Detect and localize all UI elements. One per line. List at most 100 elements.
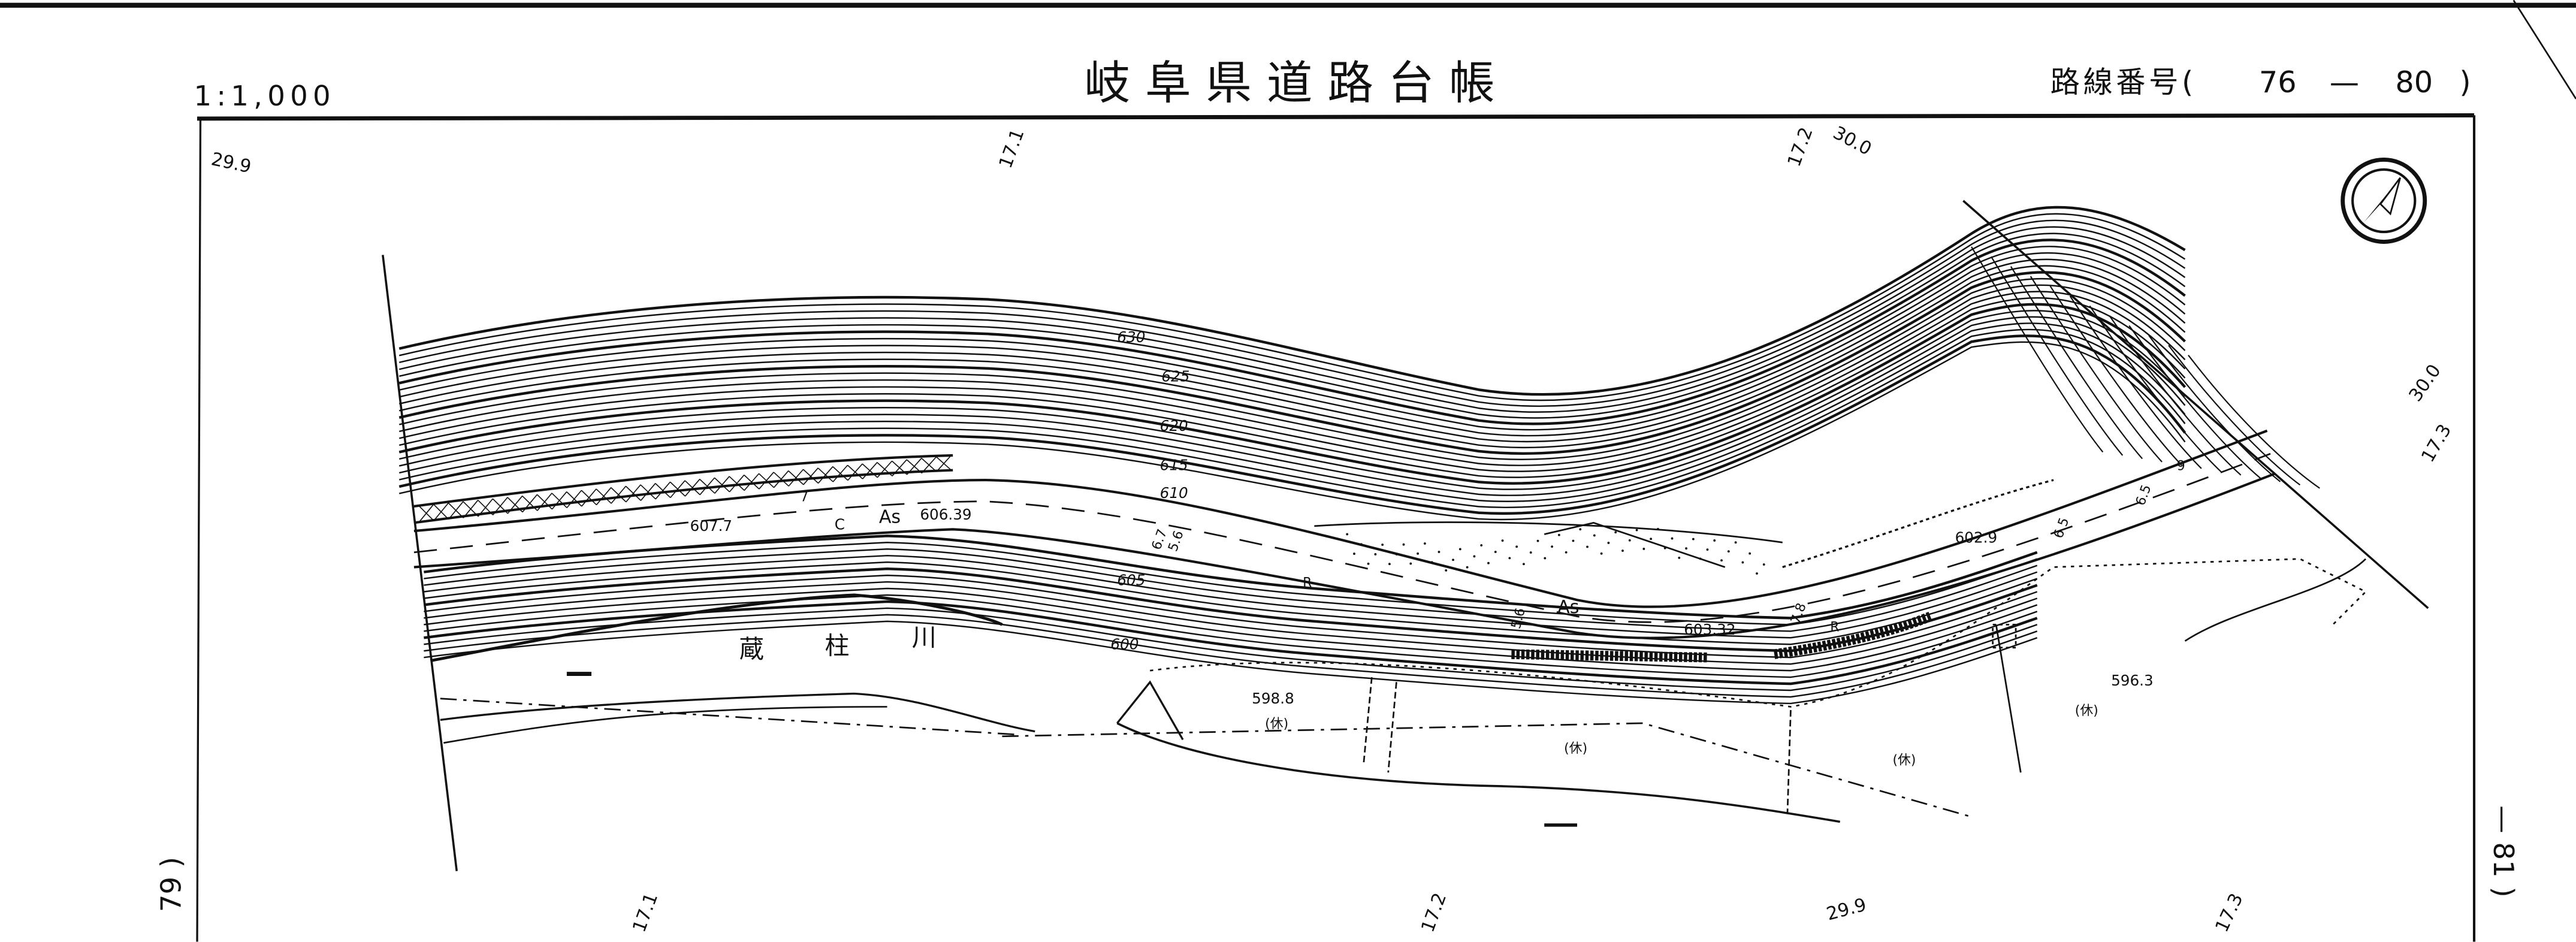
contour-line (2109, 315, 2242, 476)
north-arrow-icon (2341, 158, 2427, 244)
fill-dot (1508, 557, 1511, 560)
fill-dot (1360, 543, 1363, 546)
contour-line (2030, 276, 2163, 463)
fill-dot (1388, 563, 1391, 566)
contour-line (424, 614, 2038, 698)
fill-dot (1593, 534, 1596, 537)
fill-dot (1642, 548, 1645, 550)
contour-line (398, 238, 2186, 425)
contour-line (398, 258, 2186, 443)
fill-dot (1346, 533, 1349, 536)
fill-dot (1480, 544, 1483, 547)
fill-dot (1487, 561, 1490, 564)
fill-dot (1374, 553, 1377, 555)
frame-top (197, 113, 2475, 121)
contour-line (398, 252, 2186, 437)
contour-line (424, 620, 2038, 705)
fill-dot (1536, 539, 1539, 542)
contour-line (2069, 295, 2202, 469)
svg-text:30.0: 30.0 (2405, 361, 2445, 406)
svg-text:29.9: 29.9 (209, 149, 253, 177)
svg-text:C: C (835, 515, 845, 533)
fill-dot (1614, 531, 1617, 534)
fill-dot (1671, 537, 1674, 540)
fill-dot (1529, 551, 1532, 554)
svg-text:610: 610 (1160, 484, 1188, 502)
svg-text:—: — (2330, 65, 2359, 99)
fill-dot (1734, 541, 1737, 544)
contour-line (2148, 335, 2281, 482)
contour-line (398, 341, 2186, 521)
contour-line (424, 548, 2038, 632)
fill-dot (1501, 539, 1504, 542)
fill-dot (1678, 557, 1681, 559)
svg-text:620: 620 (1160, 417, 1188, 434)
fill-dot (1713, 539, 1716, 542)
fill-dot (1367, 562, 1370, 565)
contour-line (424, 607, 2038, 692)
fill-dot (1438, 551, 1440, 553)
river-name-1: 蔵 (739, 635, 764, 663)
fill-dot (1600, 552, 1603, 555)
fill-dot (1607, 542, 1610, 544)
route-number: 路線番号( 76 — 80 ) (2050, 65, 2471, 99)
station-labels: 29.9 17.1 17.2 30.0 30.0 17.3 17.1 17.2 … (209, 122, 2456, 935)
boundary-left (382, 255, 458, 871)
svg-text:625: 625 (1161, 368, 1189, 385)
fill-dot (1657, 527, 1659, 530)
fill-dot (1635, 529, 1638, 532)
svg-text:615: 615 (1160, 457, 1188, 474)
contour-line (2188, 355, 2320, 489)
contour-line (398, 213, 2186, 401)
fill-dot (1628, 539, 1631, 542)
road (413, 429, 2276, 639)
contour-line (398, 206, 2186, 396)
boundary-right (1962, 200, 2429, 609)
svg-text:6.5: 6.5 (2051, 516, 2072, 541)
contour-line (398, 297, 2186, 478)
svg-text:9: 9 (2177, 459, 2185, 474)
fill-dot (1452, 558, 1454, 561)
contour-lines (398, 206, 2320, 705)
river-name-3: 川 (912, 623, 937, 652)
contour-line (398, 246, 2186, 431)
contour-line (398, 233, 2186, 419)
fill-dot (1586, 545, 1589, 548)
svg-text:607.7: 607.7 (690, 517, 733, 535)
fill-dot (1515, 545, 1518, 548)
contour-labels: 630 625 620 615 610 605 600 (1110, 328, 1189, 653)
svg-text:17.3: 17.3 (2212, 890, 2248, 936)
svg-text:17.2: 17.2 (1417, 890, 1451, 935)
land-use-labels: (休) (休) (休) (休) (1265, 704, 2098, 768)
fill-dot (1494, 551, 1497, 553)
fill-dot (1458, 548, 1461, 551)
fill-dot (1557, 533, 1560, 536)
fill-dot (1692, 538, 1695, 541)
contour-line (1991, 256, 2124, 456)
svg-text:76: 76 (2259, 65, 2297, 99)
svg-text:17.1: 17.1 (995, 126, 1029, 171)
fill-dot (1663, 547, 1666, 550)
surface-labels: As As C R R (835, 506, 1840, 635)
river (430, 558, 2367, 827)
fill-dot (1381, 544, 1384, 546)
svg-text:R: R (1303, 575, 1312, 590)
contour-line (2089, 305, 2222, 473)
fill-dot (1430, 561, 1433, 564)
svg-text:17.1: 17.1 (629, 890, 662, 935)
svg-text:598.8: 598.8 (1252, 690, 1294, 707)
fill-dot (1466, 566, 1469, 569)
contour-line (398, 284, 2186, 466)
fill-dot (1409, 562, 1412, 565)
svg-text:30.0: 30.0 (1829, 122, 1875, 159)
contour-line (424, 561, 2038, 645)
contour-line (424, 574, 2038, 659)
fill-dot (1727, 550, 1730, 553)
side-label-left: 79 ) (155, 857, 188, 912)
svg-text:600: 600 (1110, 635, 1138, 653)
contour-line (398, 310, 2186, 490)
contour-line (398, 303, 2187, 485)
svg-text:17.3: 17.3 (2417, 421, 2456, 466)
contour-line (2010, 266, 2143, 460)
frame-left (196, 118, 202, 942)
